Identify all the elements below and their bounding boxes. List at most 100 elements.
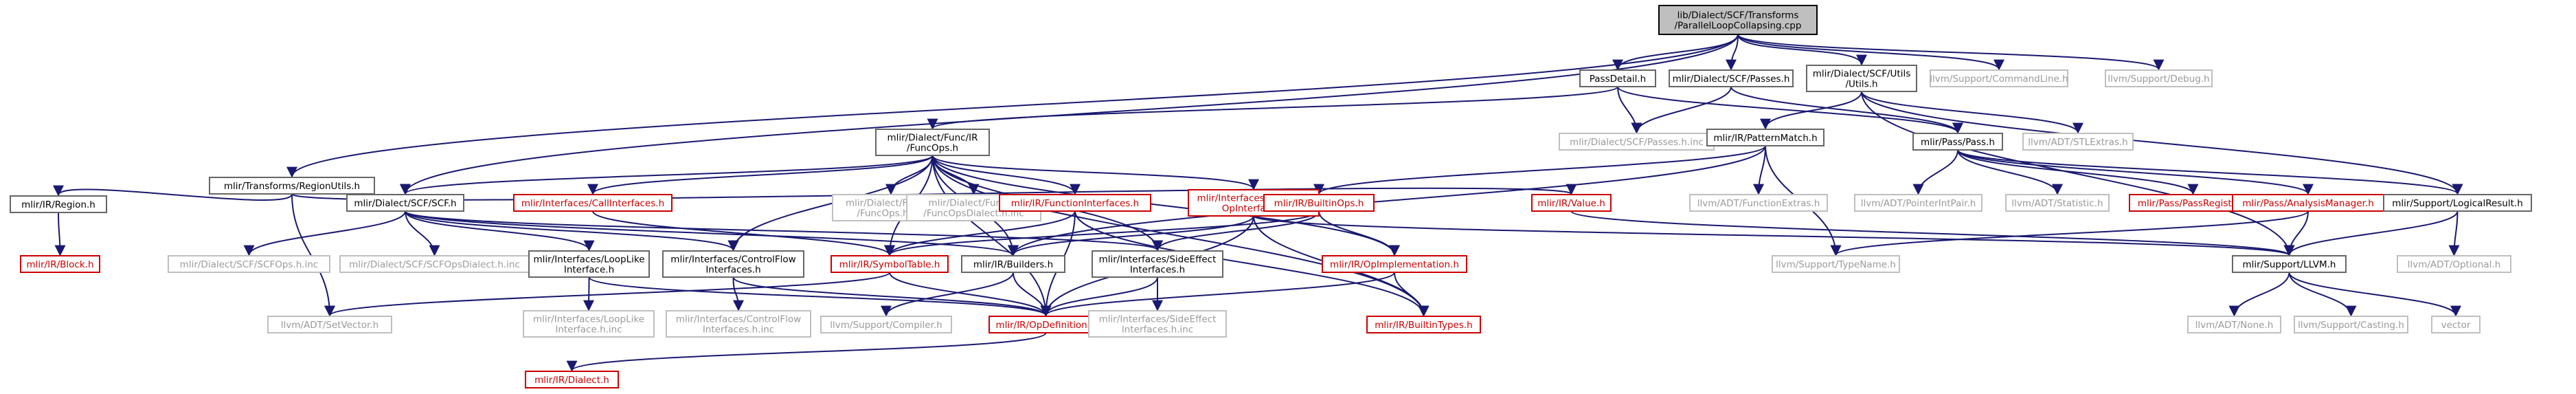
node-box <box>1772 255 1900 273</box>
edge-passpass-to-pointerintpair <box>1912 149 1958 195</box>
node-statistic: llvm/ADT/Statistic.h <box>2005 194 2110 212</box>
edge-scfh-to-scfopsdialectinc <box>405 210 440 256</box>
node-label: mlir/Pass/Pass.h <box>1921 137 1995 148</box>
edge-scfutils-to-logicalresult <box>1861 91 2463 195</box>
node-dialect[interactable]: mlir/IR/Dialect.h <box>525 371 619 388</box>
node-passpass[interactable]: mlir/Pass/Pass.h <box>1912 133 2003 151</box>
node-opimplementation[interactable]: mlir/IR/OpImplementation.h <box>1322 255 1467 273</box>
node-label: llvm/Support/TypeName.h <box>1776 259 1896 270</box>
edge <box>286 34 1739 178</box>
node-label: llvm/ADT/Optional.h <box>2408 259 2501 270</box>
edge-callinterfaces-to-symboltable <box>592 210 895 256</box>
node-typename: llvm/Support/TypeName.h <box>1772 255 1900 273</box>
edge <box>1726 34 1739 71</box>
node-box <box>1912 133 2003 151</box>
node-region[interactable]: mlir/IR/Region.h <box>10 195 107 213</box>
node-box <box>267 316 392 333</box>
node-symboltable[interactable]: mlir/IR/SymbolTable.h <box>831 255 949 273</box>
node-box <box>662 250 804 278</box>
edge-sideeffect-to-opdefinition <box>1040 276 1158 317</box>
edge-llvmh-to-none <box>2228 272 2290 317</box>
edge-passdetail-to-passpass <box>1617 86 1963 134</box>
node-opdefinition[interactable]: mlir/IR/OpDefinition.h <box>988 316 1103 333</box>
node-box <box>1263 194 1375 212</box>
node-scfh[interactable]: mlir/Dialect/SCF/SCF.h <box>346 194 464 212</box>
node-root[interactable]: lib/Dialect/SCF/Transforms/ParallelLoopC… <box>1658 5 1818 35</box>
edge <box>1730 86 1963 134</box>
edge-layer <box>53 34 2463 372</box>
edge-funcops-to-callinterfaces <box>587 155 934 195</box>
node-block[interactable]: mlir/IR/Block.h <box>20 255 100 273</box>
edge <box>592 210 895 256</box>
node-logicalresult[interactable]: mlir/Support/LogicalResult.h <box>2383 194 2532 212</box>
edge <box>566 332 1047 372</box>
node-patternmatch[interactable]: mlir/IR/PatternMatch.h <box>1706 129 1824 146</box>
node-box <box>1658 5 1818 35</box>
edge <box>2228 272 2290 317</box>
node-box <box>2431 316 2481 333</box>
node-box <box>1088 310 1227 338</box>
node-box <box>1930 69 2068 87</box>
node-builders[interactable]: mlir/IR/Builders.h <box>961 255 1065 273</box>
edge <box>1760 91 1862 130</box>
node-setvector: llvm/ADT/SetVector.h <box>267 316 392 333</box>
edge-looplike-to-opdefinition <box>588 276 1052 317</box>
edge-functioninterfaces-to-symboltable <box>884 210 1076 256</box>
node-box <box>1531 194 1612 212</box>
node-box <box>2105 69 2213 87</box>
edge <box>1957 149 2463 195</box>
edge-root-to-scfutils <box>1737 34 1867 66</box>
node-value[interactable]: mlir/IR/Value.h <box>1531 194 1612 212</box>
node-label: mlir/Pass/AnalysisManager.h <box>2242 198 2374 209</box>
edge-funcops-to-builtintypes <box>931 155 1430 317</box>
edge <box>885 155 934 195</box>
edge-opimplementation-to-builtintypes <box>1394 272 1430 317</box>
node-label: mlir/IR/Region.h <box>21 199 95 210</box>
node-funcops[interactable]: mlir/Dialect/Func/IR/FuncOps.h <box>875 129 990 156</box>
edge-funcops-to-functioninterfaces <box>931 155 1081 195</box>
node-box <box>1322 255 1467 273</box>
node-label: mlir/IR/Builders.h <box>973 259 1053 270</box>
edge <box>400 155 934 195</box>
edge-controlflow-to-controlflowinc <box>732 276 744 311</box>
node-box <box>1689 194 1828 212</box>
node-analysismanager[interactable]: mlir/Pass/AnalysisManager.h <box>2232 194 2384 212</box>
node-label: /Utils.h <box>1845 79 1877 90</box>
node-functioninterfaces[interactable]: mlir/IR/FunctionInterfaces.h <box>999 194 1151 212</box>
edge <box>1957 149 2314 195</box>
node-functionextras: llvm/ADT/FunctionExtras.h <box>1689 194 1828 212</box>
node-box <box>209 177 375 195</box>
node-label: mlir/Interfaces/SideEffect <box>1099 314 1217 325</box>
edge <box>1394 272 1430 317</box>
edge <box>1631 86 1732 134</box>
edge <box>1861 91 2463 195</box>
node-llvmh[interactable]: mlir/Support/LLVM.h <box>2232 255 2347 273</box>
edge <box>324 272 890 317</box>
edge <box>405 210 1019 256</box>
node-box <box>528 250 650 278</box>
edge-root-to-passdetail <box>1612 34 1739 71</box>
node-label: mlir/IR/FunctionInterfaces.h <box>1011 198 1139 209</box>
edge <box>2283 210 2459 256</box>
node-label: mlir/Dialect/SCF/Utils <box>1813 69 1911 80</box>
edge <box>2288 272 2357 317</box>
node-builtintypes[interactable]: mlir/IR/BuiltinTypes.h <box>1366 316 1481 333</box>
edge-funcops-to-scfh <box>400 155 934 195</box>
node-passdetail[interactable]: PassDetail.h <box>1579 69 1656 87</box>
edge <box>587 155 934 195</box>
node-regionutils[interactable]: mlir/Transforms/RegionUtils.h <box>209 177 375 195</box>
edge <box>1957 149 2199 195</box>
edge <box>405 210 739 252</box>
edge <box>732 276 1052 317</box>
node-builtinops[interactable]: mlir/IR/BuiltinOps.h <box>1263 194 1375 212</box>
node-scfutils[interactable]: mlir/Dialect/SCF/Utils/Utils.h <box>1806 65 1917 92</box>
node-box <box>1579 69 1656 87</box>
edge <box>1570 210 2294 256</box>
node-label: mlir/Dialect/Func/IR <box>929 198 1019 209</box>
node-callinterfaces[interactable]: mlir/Interfaces/CallInterfaces.h <box>513 194 673 212</box>
node-scfpasses[interactable]: mlir/Dialect/SCF/Passes.h <box>1669 69 1794 87</box>
